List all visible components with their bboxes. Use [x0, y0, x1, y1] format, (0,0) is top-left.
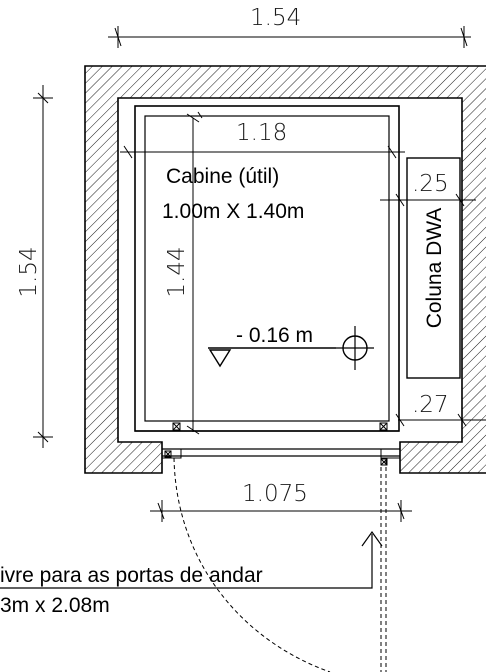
- door-note-leader: [0, 534, 373, 589]
- dimension-lines: [33, 26, 486, 522]
- dwa-column-label: Coluna DWA: [423, 208, 446, 329]
- door-note-line2: 3m x 2.08m: [0, 594, 110, 617]
- cabin: [134, 105, 400, 432]
- level-triangle-icon: [208, 349, 232, 368]
- dwa-column-rect: [406, 157, 461, 379]
- door-area: [161, 422, 401, 672]
- dim-left-height: 1.54: [16, 246, 42, 297]
- dim-inner-height: 1.44: [164, 246, 190, 297]
- shaft-wall-outline: [84, 65, 486, 474]
- arrow-up-icon: [361, 530, 383, 547]
- cabin-size: 1.00m X 1.40m: [162, 200, 304, 223]
- door-guide-marks: [164, 422, 388, 466]
- cabin-inner-wall: [144, 115, 390, 422]
- door-jamb-left: [161, 448, 182, 459]
- dwa-column: Coluna DWA: [406, 157, 461, 379]
- dim-top-width: 1.54: [250, 5, 301, 31]
- shaft-walls: [84, 65, 486, 474]
- dim-inner-width: 1.18: [236, 120, 287, 146]
- dim-door-opening: 1.075: [242, 481, 308, 507]
- level-marker: - 0.16 m: [208, 324, 374, 370]
- door-jamb-right: [380, 448, 401, 459]
- level-value: - 0.16 m: [236, 324, 313, 347]
- door-note-line1: ivre para as portas de andar: [0, 564, 263, 587]
- door-swing-arc: [173, 457, 331, 672]
- dim-column-width: .25: [412, 171, 449, 197]
- dim-column-clearance: .27: [412, 392, 449, 418]
- door-note: ivre para as portas de andar 3m x 2.08m: [0, 530, 383, 617]
- cabin-title: Cabine (útil): [166, 165, 279, 188]
